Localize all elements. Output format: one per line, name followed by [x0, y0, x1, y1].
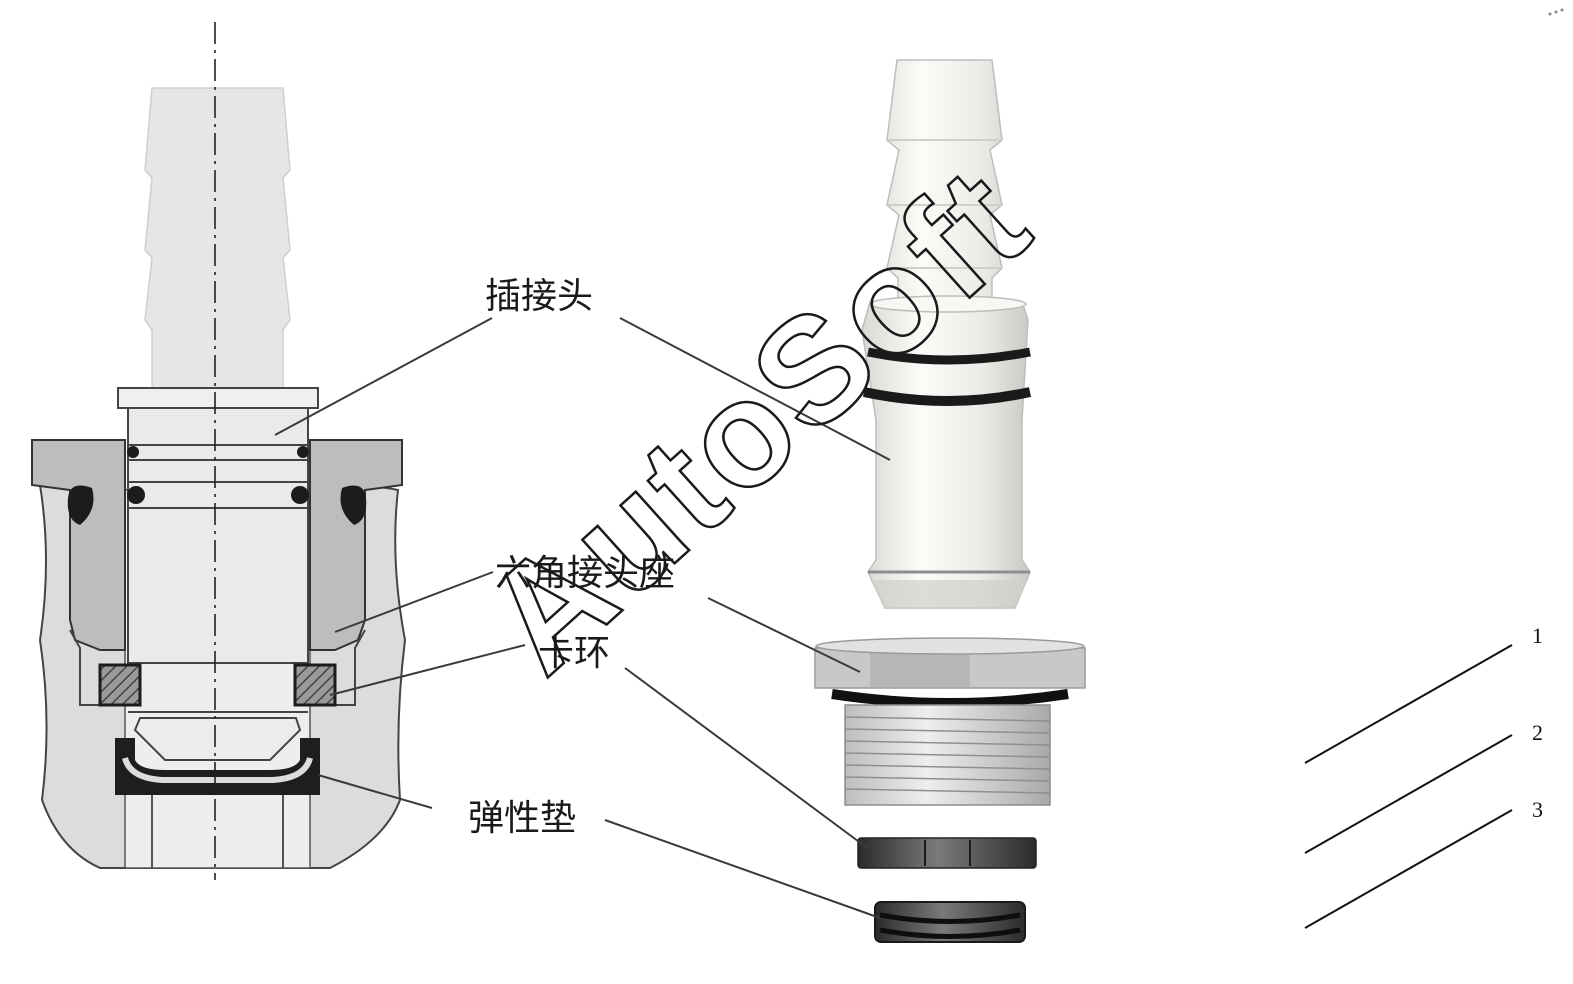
label-plug-connector: 插接头	[485, 276, 593, 317]
callout-line-3	[1304, 809, 1513, 929]
label-elastic-pad: 弹性垫	[468, 798, 576, 839]
exploded-view	[814, 59, 1086, 943]
leader-hex-right	[707, 597, 861, 673]
plug-collar	[117, 387, 319, 409]
label-hex-seat: 六角接头座	[495, 553, 675, 594]
number-callouts: 1 2 3	[1304, 623, 1543, 929]
label-snap-ring: 卡环	[538, 633, 610, 674]
plug-body	[127, 407, 309, 664]
callout-line-1	[1304, 644, 1513, 764]
thread-lines	[844, 716, 1051, 794]
plug-tip	[133, 717, 302, 761]
plug-oring	[297, 446, 309, 458]
seat-seal-left	[67, 485, 94, 525]
leader-plug-right	[619, 317, 891, 461]
callout-number-2: 2	[1532, 720, 1543, 745]
callout-number-3: 3	[1532, 797, 1543, 822]
part-labels: 插接头 六角接头座 卡环 弹性垫	[468, 276, 675, 839]
exploded-oring	[867, 347, 1031, 365]
snap-ring-right	[293, 663, 337, 707]
callout-number-1: 1	[1532, 623, 1543, 648]
leader-hex-left	[334, 571, 494, 633]
callout-line-2	[1304, 734, 1513, 854]
leader-lines	[274, 317, 891, 919]
exploded-seat-oring	[831, 689, 1069, 708]
leader-pad-right	[604, 819, 881, 919]
exploded-snap-ring	[857, 837, 1037, 869]
section-view	[31, 22, 407, 880]
exploded-oring	[862, 387, 1032, 406]
snap-ring-left	[98, 663, 142, 707]
plug-oring	[127, 446, 139, 458]
leader-pad-left	[317, 774, 433, 809]
plug-connector-barb	[144, 87, 291, 389]
leader-snap-left	[329, 644, 526, 696]
leader-snap-right	[624, 667, 871, 851]
leader-plug-left	[274, 317, 493, 436]
corner-mark	[1548, 8, 1564, 16]
seat-seal-right	[340, 485, 367, 525]
plug-oring	[127, 486, 145, 504]
plug-oring	[291, 486, 309, 504]
